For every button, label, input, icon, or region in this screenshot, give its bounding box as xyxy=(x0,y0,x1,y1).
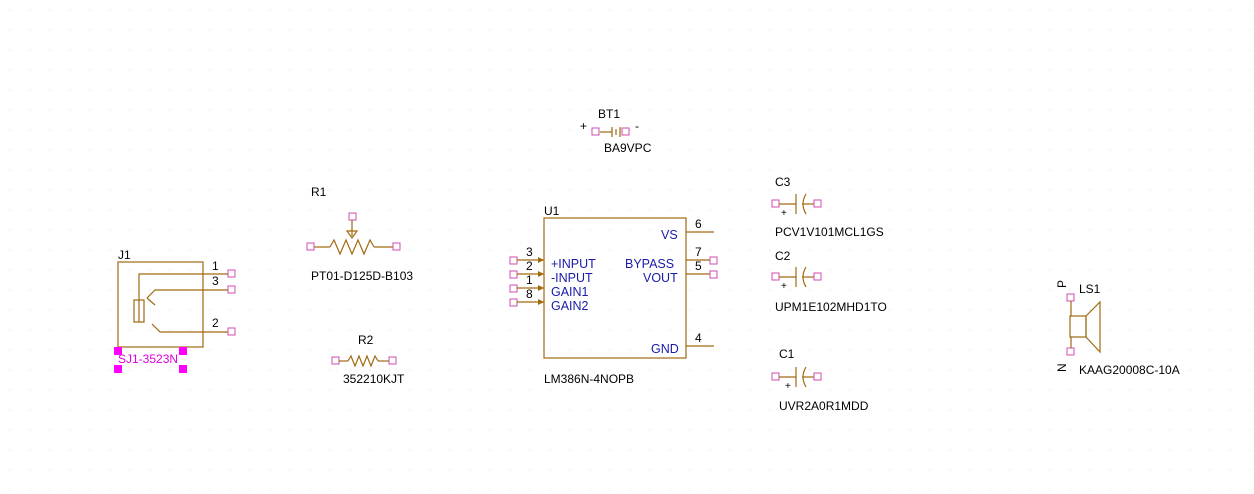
selection-handle[interactable] xyxy=(179,365,187,373)
r2-pin-2[interactable] xyxy=(388,356,397,365)
c1-pin-minus[interactable] xyxy=(813,372,822,381)
u1-right-pin-7[interactable]: 7 BYPASS xyxy=(625,245,718,271)
u1-value: LM386N-4NOPB xyxy=(544,372,634,386)
pot-wiper-arrow-icon xyxy=(345,230,359,240)
u1-right-pin-4[interactable]: 4 GND xyxy=(651,331,714,356)
c2-ref: C2 xyxy=(775,249,791,263)
r2-value: 352210KJT xyxy=(343,372,405,386)
svg-text:VOUT: VOUT xyxy=(643,271,678,285)
svg-text:BYPASS: BYPASS xyxy=(625,257,674,271)
u1-left-pin-1[interactable]: 1 GAIN1 xyxy=(509,273,589,299)
j1-pin-2[interactable] xyxy=(227,327,236,336)
c3-value: PCV1V101MCL1GS xyxy=(775,225,884,239)
component-r1[interactable]: R1 PT01-D125D-B103 xyxy=(306,185,413,283)
svg-text:+: + xyxy=(781,208,787,219)
r1-pin-wiper[interactable] xyxy=(348,212,357,221)
c1-value: UVR2A0R1MDD xyxy=(779,399,869,413)
u1-left-pin-2[interactable]: 2 -INPUT xyxy=(509,259,593,285)
r2-ref: R2 xyxy=(358,333,374,347)
svg-text:-INPUT: -INPUT xyxy=(551,271,593,285)
ls1-pin-p[interactable] xyxy=(1066,293,1075,302)
bt1-pin-minus[interactable] xyxy=(621,127,630,136)
svg-text:2: 2 xyxy=(526,259,533,273)
svg-text:GND: GND xyxy=(651,342,679,356)
u1-ref: U1 xyxy=(544,204,560,218)
j1-pin-num-2: 2 xyxy=(212,316,219,330)
j1-value: SJ1-3523N xyxy=(118,352,178,366)
selection-handle[interactable] xyxy=(114,347,122,355)
bt1-minus-sign: - xyxy=(635,119,639,133)
u1-right-pin-6[interactable]: 6 VS xyxy=(661,217,714,242)
svg-text:1: 1 xyxy=(526,273,533,287)
c3-ref: C3 xyxy=(775,175,791,189)
c1-ref: C1 xyxy=(779,347,795,361)
speaker-cone-icon xyxy=(1085,300,1101,354)
j1-pin-num-1: 1 xyxy=(212,259,219,273)
component-j1[interactable]: J1 1 3 2 SJ1-3523N xyxy=(114,248,236,373)
component-r2[interactable]: R2 352210KJT xyxy=(331,333,405,386)
component-c2[interactable]: C2 + UPM1E102MHD1TO xyxy=(771,249,887,314)
c2-pin-plus[interactable] xyxy=(771,272,780,281)
svg-text:+: + xyxy=(781,281,787,292)
r1-pin-2[interactable] xyxy=(392,242,401,251)
svg-text:8: 8 xyxy=(526,287,533,301)
component-ls1[interactable]: LS1 P N KAAG20008C-10A xyxy=(1055,280,1180,377)
svg-text:7: 7 xyxy=(695,245,702,259)
ls1-pin-n-label: N xyxy=(1055,363,1069,372)
selection-handle[interactable] xyxy=(179,347,187,355)
r2-pin-1[interactable] xyxy=(331,356,340,365)
j1-pin-num-3: 3 xyxy=(212,274,219,288)
svg-text:+: + xyxy=(785,381,791,392)
component-bt1[interactable]: BT1 + - BA9VPC xyxy=(580,107,652,155)
svg-text:3: 3 xyxy=(526,245,533,259)
c1-pin-plus[interactable] xyxy=(771,372,780,381)
r1-ref: R1 xyxy=(311,185,327,199)
j1-pin-1[interactable] xyxy=(227,269,236,278)
bt1-plus-sign: + xyxy=(580,119,587,133)
svg-text:6: 6 xyxy=(695,217,702,231)
bt1-value: BA9VPC xyxy=(604,141,652,155)
ls1-value: KAAG20008C-10A xyxy=(1079,363,1180,377)
ls1-pin-p-label: P xyxy=(1055,280,1069,288)
svg-text:GAIN1: GAIN1 xyxy=(551,285,589,299)
j1-pin-3[interactable] xyxy=(227,285,236,294)
r1-pin-1[interactable] xyxy=(306,242,315,251)
ls1-pin-n[interactable] xyxy=(1066,347,1075,356)
component-c3[interactable]: C3 + PCV1V101MCL1GS xyxy=(771,175,884,239)
r1-value: PT01-D125D-B103 xyxy=(311,269,413,283)
c3-pin-plus[interactable] xyxy=(771,199,780,208)
svg-text:GAIN2: GAIN2 xyxy=(551,299,589,313)
u1-left-pin-3[interactable]: 3 +INPUT xyxy=(509,245,596,271)
c2-value: UPM1E102MHD1TO xyxy=(775,300,887,314)
bt1-ref: BT1 xyxy=(598,107,620,121)
u1-left-pin-8[interactable]: 8 GAIN2 xyxy=(509,287,589,313)
bt1-pin-plus[interactable] xyxy=(591,127,600,136)
jack-sleeve-icon xyxy=(133,299,145,323)
selection-handle[interactable] xyxy=(114,365,122,373)
c3-pin-minus[interactable] xyxy=(813,199,822,208)
component-c1[interactable]: C1 + UVR2A0R1MDD xyxy=(771,347,869,413)
u1-right-pin-5[interactable]: 5 VOUT xyxy=(643,259,718,285)
ls1-ref: LS1 xyxy=(1079,282,1101,296)
svg-text:+INPUT: +INPUT xyxy=(551,257,596,271)
j1-ref: J1 xyxy=(118,248,131,262)
resistor-zigzag-icon xyxy=(347,354,379,368)
jack-body xyxy=(117,261,204,348)
svg-text:VS: VS xyxy=(661,228,678,242)
c2-pin-minus[interactable] xyxy=(813,272,822,281)
resistor-zigzag-icon xyxy=(329,238,375,256)
svg-text:4: 4 xyxy=(695,331,702,345)
svg-text:5: 5 xyxy=(695,259,702,273)
component-u1[interactable]: U1 3 +INPUT 2 -INPUT 1 GAIN1 xyxy=(509,204,718,386)
